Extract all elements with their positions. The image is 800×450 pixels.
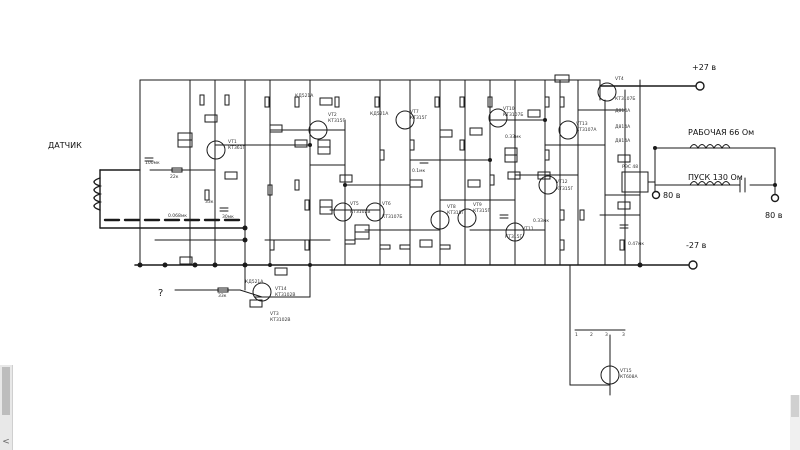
r1-value: 22к xyxy=(170,174,179,180)
vd6-value: Д814А xyxy=(615,108,631,114)
left-scrollbar-thumb[interactable] xyxy=(2,367,10,415)
vt1-id: VT1 xyxy=(228,139,237,145)
vt13-type: КТ3107А xyxy=(576,127,597,133)
vt8-id: VT8 xyxy=(447,204,456,210)
terminal-neg27 xyxy=(688,260,698,270)
vt11-type: КТ315Г xyxy=(505,234,523,240)
c10-value: 0.47мк xyxy=(628,241,644,247)
c8-value: 0.33мк xyxy=(505,134,521,140)
vt1-type: КТ361Г xyxy=(228,145,246,151)
c3-value: 30мк xyxy=(222,214,234,220)
terminal-80v-right xyxy=(770,193,780,203)
sb1-value: 3 xyxy=(605,332,608,338)
r2-value: 33к xyxy=(205,199,214,205)
vd3-value: КД521А xyxy=(370,111,389,117)
c9-value: 0.33мк xyxy=(533,218,549,224)
r3-value: 33к xyxy=(218,293,227,299)
label-out-80-right: 80 в xyxy=(765,211,783,220)
vt11-id: VT11 xyxy=(522,226,534,232)
right-scrollbar-thumb[interactable] xyxy=(791,395,799,417)
vd1-value: КД521А xyxy=(245,279,264,285)
right-scrollbar[interactable] xyxy=(790,395,800,450)
pin-3: 3 xyxy=(622,332,625,338)
label-work-coil: РАБОЧАЯ 66 Ом xyxy=(688,128,754,137)
vt9-id: VT9 xyxy=(473,202,482,208)
vt9-type: КТ315Г xyxy=(473,208,491,214)
c1-value: 100мк xyxy=(145,160,160,166)
pin-1: 1 xyxy=(575,332,578,338)
label-start-coil: ПУСК 130 Ом xyxy=(688,173,743,182)
vt15-id: VT15 xyxy=(620,368,632,374)
c2-value: 0.068мк xyxy=(168,213,187,219)
vt7-id: VT7 xyxy=(410,109,419,115)
vt10-type: КТ3107Б xyxy=(503,112,523,118)
pin-2: 2 xyxy=(590,332,593,338)
label-out-80-mid: 80 в xyxy=(663,191,681,200)
vt5-id: VT5 xyxy=(350,201,359,207)
vt4-type: КТ3107Б xyxy=(615,96,635,102)
vt2-id: VT2 xyxy=(328,112,337,118)
k1-value: РЭС 48 xyxy=(622,164,638,170)
vd5-value: Д814А xyxy=(615,138,631,144)
terminal-80v-mid xyxy=(651,190,661,200)
c7-value: 0.1мк xyxy=(412,168,426,174)
vt2-type: КТ315Г xyxy=(328,118,346,124)
vt15-type: КТ608А xyxy=(620,374,639,380)
terminal-pos27 xyxy=(695,81,705,91)
vt8-type: КТ315Г xyxy=(447,210,465,216)
vd2-value: КД521А xyxy=(295,93,314,99)
left-scrollbar[interactable]: < xyxy=(0,365,13,450)
label-supply-pos: +27 в xyxy=(692,63,716,72)
vt6-type: КТ3107Б xyxy=(382,214,402,220)
vt12-type: КТ315Г xyxy=(556,186,574,192)
label-supply-neg: -27 в xyxy=(686,241,707,250)
vt14-id: VT14 xyxy=(275,286,287,292)
scroll-left-arrow-icon[interactable]: < xyxy=(2,437,10,447)
vt3-type: КТ3102В xyxy=(270,317,290,323)
label-sensor: ДАТЧИК xyxy=(48,141,82,150)
label-unknown-input: ? xyxy=(158,288,163,299)
vt7-type: КТ315Г xyxy=(410,115,428,121)
vt13-id: VT13 xyxy=(576,121,588,127)
vt5-type: КТ3102В xyxy=(350,209,370,215)
vt6-id: VT6 xyxy=(382,201,391,207)
vt10-id: VT10 xyxy=(503,106,515,112)
vt12-id: VT12 xyxy=(556,179,568,185)
vt3-id: VT3 xyxy=(270,311,279,317)
vt4-id: VT4 xyxy=(615,76,624,82)
vd4-value: Д814А xyxy=(615,124,631,130)
vt14-type: КТ3102В xyxy=(275,292,295,298)
